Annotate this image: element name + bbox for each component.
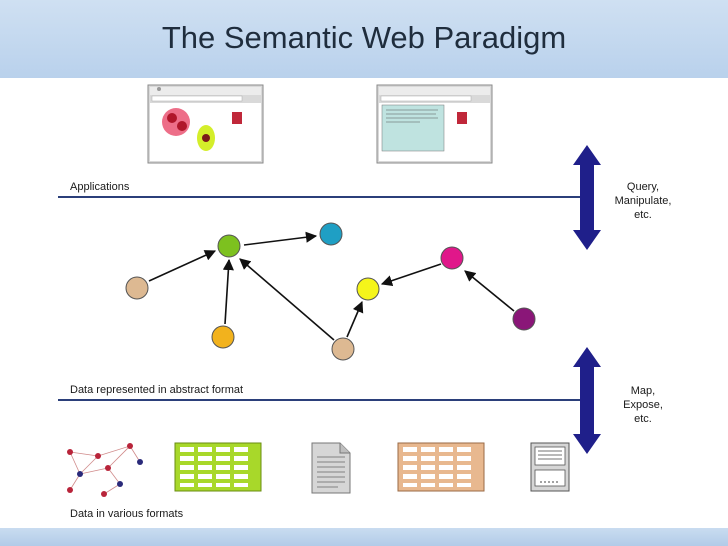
node-blue <box>319 222 343 246</box>
page-title: The Semantic Web Paradigm <box>161 20 567 55</box>
abstract-line <box>58 399 580 401</box>
double-arrow-icon <box>573 145 601 250</box>
side-label-query-1: Query, <box>626 181 660 193</box>
node-tan <box>331 337 355 361</box>
node-purple <box>512 307 536 331</box>
node-yellow <box>356 277 380 301</box>
graph-network-icon <box>67 443 143 497</box>
node-magenta <box>440 246 464 270</box>
table-icon <box>397 442 485 492</box>
node-orange <box>211 325 235 349</box>
bottom-band <box>0 528 728 546</box>
edge <box>464 270 515 312</box>
applications-line <box>58 196 580 198</box>
document-icon <box>311 442 351 494</box>
side-label-query: Query, Manipulate, etc. <box>598 180 688 222</box>
side-label-query-2: Manipulate, <box>614 195 672 207</box>
title-band <box>0 0 728 78</box>
browser-window-icon <box>376 84 493 164</box>
spreadsheet-icon <box>174 442 262 492</box>
double-arrow-icon <box>573 347 601 454</box>
form-icon <box>530 442 570 492</box>
side-label-map-3: etc. <box>634 413 652 425</box>
side-label-query-3: etc. <box>634 209 652 221</box>
edge <box>380 263 442 287</box>
layer-label-applications: Applications <box>70 181 130 193</box>
edge <box>222 258 234 325</box>
node-green <box>217 234 241 258</box>
layer-label-various: Data in various formats <box>70 508 184 520</box>
side-label-map: Map, Expose, etc. <box>598 384 688 426</box>
layer-label-abstract: Data represented in abstract format <box>70 384 244 396</box>
side-label-map-1: Map, <box>630 385 656 397</box>
node-tan <box>125 276 149 300</box>
edge <box>243 231 318 246</box>
edge <box>239 258 335 341</box>
side-label-map-2: Expose, <box>623 399 663 411</box>
edge <box>346 300 364 338</box>
browser-window-icon <box>147 84 264 164</box>
edge <box>148 250 217 282</box>
